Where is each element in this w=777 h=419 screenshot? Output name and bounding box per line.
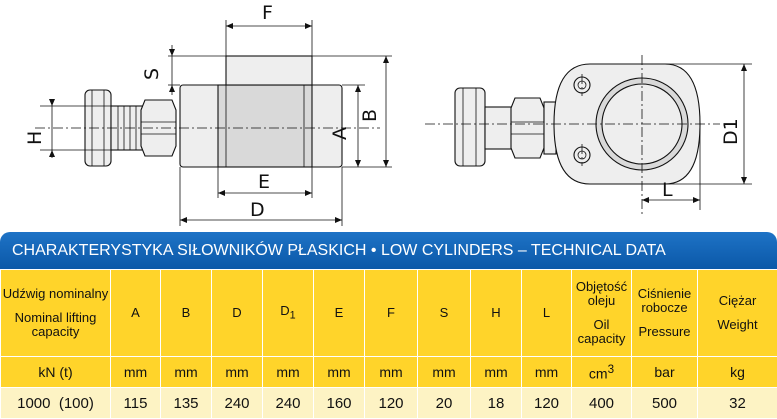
header-capacity-en: Nominal lifting capacity: [1, 311, 110, 339]
cell-h: 18: [471, 388, 522, 419]
header-h: H: [471, 270, 522, 357]
dim-label-f: F: [262, 2, 273, 24]
unit-oil: cm3: [572, 357, 632, 388]
header-s: S: [418, 270, 471, 357]
cell-d1: 240: [263, 388, 314, 419]
header-capacity: Udźwig nominalny Nominal lifting capacit…: [1, 270, 111, 357]
unit-l: mm: [522, 357, 572, 388]
cell-weight: 32: [698, 388, 777, 419]
unit-e: mm: [314, 357, 365, 388]
header-f: F: [365, 270, 418, 357]
header-pressure-en: Pressure: [632, 325, 697, 339]
header-l: L: [522, 270, 572, 357]
unit-pressure: bar: [632, 357, 698, 388]
unit-weight: kg: [698, 357, 777, 388]
dim-label-d: D: [250, 199, 265, 221]
technical-data-table: Udźwig nominalny Nominal lifting capacit…: [0, 269, 777, 419]
dim-label-d1: D1: [720, 118, 742, 145]
header-d1: D1: [263, 270, 314, 357]
unit-oil-sup: 3: [608, 363, 614, 376]
unit-s: mm: [418, 357, 471, 388]
header-b: B: [161, 270, 212, 357]
unit-d: mm: [212, 357, 263, 388]
header-d1-sub: 1: [290, 309, 296, 321]
header-oil-pl: Objętość oleju: [572, 280, 631, 308]
header-weight: Ciężar Weight: [698, 270, 777, 357]
header-oil-en: Oil capacity: [572, 318, 631, 346]
header-d: D: [212, 270, 263, 357]
cell-s: 20: [418, 388, 471, 419]
cell-e: 160: [314, 388, 365, 419]
header-pressure: Ciśnienie robocze Pressure: [632, 270, 698, 357]
header-a: A: [111, 270, 161, 357]
header-pressure-pl: Ciśnienie robocze: [632, 287, 697, 315]
dim-label-e: E: [258, 171, 270, 193]
unit-a: mm: [111, 357, 161, 388]
header-capacity-pl: Udźwig nominalny: [1, 287, 110, 301]
cell-a: 115: [111, 388, 161, 419]
table-row: 1000 (100) 115 135 240 240 160 120 20 18…: [1, 388, 777, 419]
dim-label-h: H: [24, 131, 46, 145]
unit-oil-base: cm: [589, 365, 608, 381]
dim-label-a: A: [329, 127, 351, 140]
cell-f: 120: [365, 388, 418, 419]
header-oil: Objętość oleju Oil capacity: [572, 270, 632, 357]
table-title: CHARAKTERYSTYKA SIŁOWNIKÓW PŁASKICH • LO…: [0, 232, 777, 269]
table-units-row: kN (t) mm mm mm mm mm mm mm mm mm cm3 ba…: [1, 357, 777, 388]
cell-l: 120: [522, 388, 572, 419]
unit-b: mm: [161, 357, 212, 388]
header-weight-pl: Ciężar: [698, 294, 777, 308]
table-header-row: Udźwig nominalny Nominal lifting capacit…: [1, 270, 777, 357]
dim-label-b: B: [359, 109, 381, 122]
cell-b: 135: [161, 388, 212, 419]
header-d1-main: D: [280, 303, 289, 318]
unit-d1: mm: [263, 357, 314, 388]
technical-drawing: F S H A B E D: [0, 0, 777, 232]
unit-capacity: kN (t): [1, 357, 111, 388]
cell-d: 240: [212, 388, 263, 419]
cell-pressure: 500: [632, 388, 698, 419]
unit-f: mm: [365, 357, 418, 388]
cell-capacity: 1000 (100): [1, 388, 111, 419]
dim-label-s: S: [141, 68, 163, 80]
header-e: E: [314, 270, 365, 357]
cell-oil: 400: [572, 388, 632, 419]
unit-h: mm: [471, 357, 522, 388]
side-view-cylinder: [85, 56, 342, 167]
dim-label-l: L: [662, 179, 673, 201]
header-weight-en: Weight: [698, 318, 777, 332]
